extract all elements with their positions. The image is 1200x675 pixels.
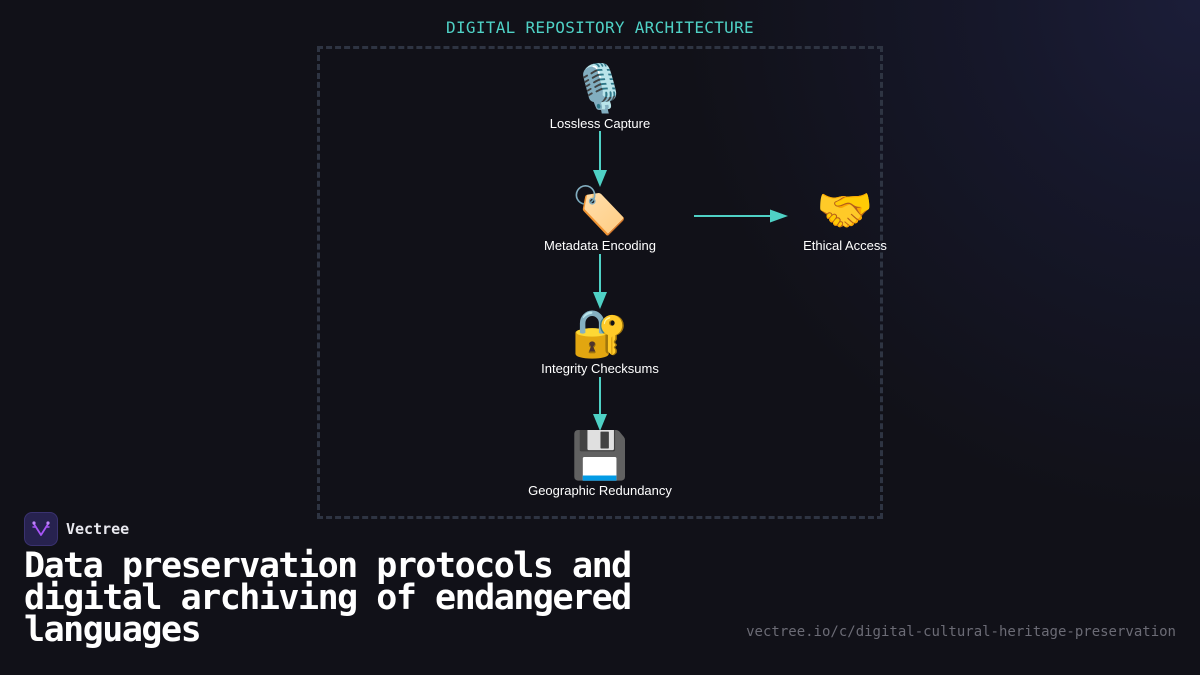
source-url[interactable]: vectree.io/c/digital-cultural-heritage-p… — [746, 624, 1176, 640]
node-label: Integrity Checksums — [541, 361, 659, 376]
node-lossless-capture: 🎙️ Lossless Capture — [500, 60, 700, 131]
node-ethical-access: 🤝 Ethical Access — [745, 182, 945, 253]
vectree-logo-icon — [24, 512, 58, 546]
brand[interactable]: Vectree — [24, 512, 129, 546]
edge-checksums-to-redundancy — [593, 377, 607, 431]
repository-boundary — [317, 46, 883, 519]
diagram-title: DIGITAL REPOSITORY ARCHITECTURE — [446, 18, 754, 37]
node-integrity-checksums: 🔐 Integrity Checksums — [500, 305, 700, 376]
edge-capture-to-metadata — [593, 131, 607, 187]
node-geographic-redundancy: 💾 Geographic Redundancy — [500, 427, 700, 498]
edge-metadata-to-checksums — [593, 254, 607, 309]
edge-metadata-to-access — [694, 209, 788, 223]
node-metadata-encoding: 🏷️ Metadata Encoding — [500, 182, 700, 253]
node-label: Metadata Encoding — [543, 238, 657, 253]
node-label: Lossless Capture — [549, 116, 651, 131]
tag-icon: 🏷️ — [571, 183, 629, 237]
node-label: Geographic Redundancy — [528, 483, 672, 498]
handshake-icon: 🤝 — [816, 183, 874, 237]
page-headline: Data preservation protocols and digital … — [24, 546, 632, 650]
node-label: Ethical Access — [803, 238, 887, 253]
brand-name: Vectree — [66, 520, 130, 538]
floppy-disk-icon: 💾 — [571, 428, 629, 482]
locked-with-key-icon: 🔐 — [571, 306, 629, 360]
microphone-icon: 🎙️ — [571, 61, 629, 115]
